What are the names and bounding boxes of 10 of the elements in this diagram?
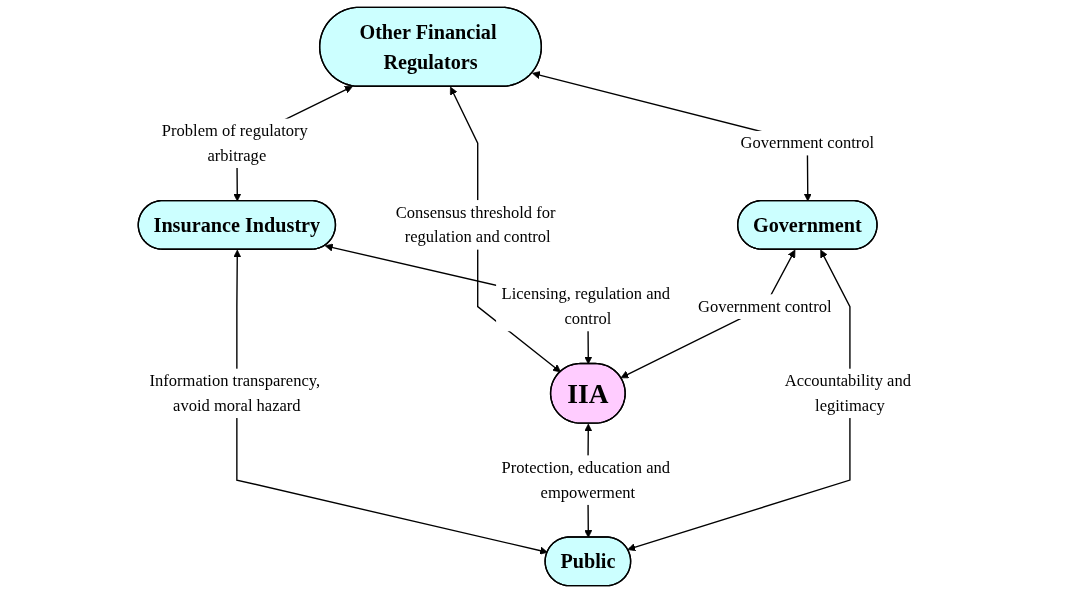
arrow [627,249,851,552]
arrow [233,249,548,555]
edge-label: Licensing, regulation and control [501,284,670,328]
edge-label: Information transparency, avoid moral hazard [149,371,321,415]
edge-label: Government control [698,296,832,316]
edge-label: Government control [740,133,875,152]
edge-label: Problem of regulatory arbitrage [161,121,308,165]
edge-label: Accountability and legitimacy [784,371,911,415]
edge-label: Consensus threshold for regulation and control [395,202,556,247]
edge-label: Protection, education and empowerment [501,458,670,502]
